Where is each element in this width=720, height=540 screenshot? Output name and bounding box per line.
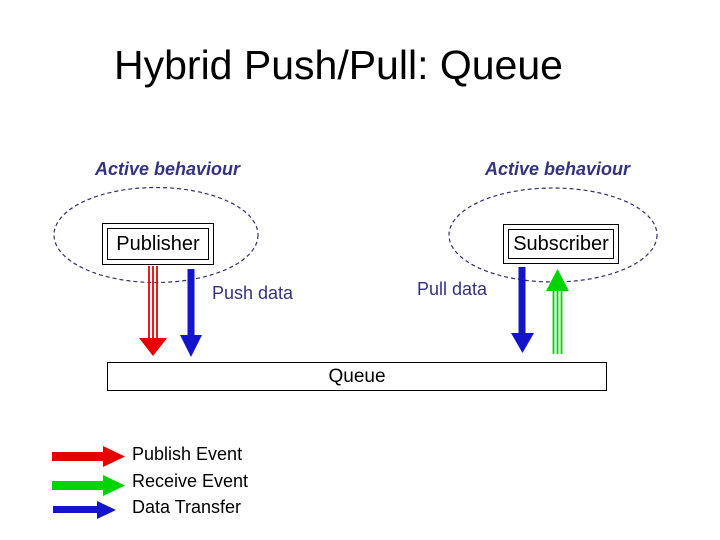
legend-label-data-transfer: Data Transfer [132, 497, 242, 517]
publisher-node-label: Publisher [107, 228, 209, 260]
slide-title: Hybrid Push/Pull: Queue [114, 42, 563, 88]
push-data-label: Push data [212, 283, 294, 303]
legend-publish-arrow-icon [52, 446, 125, 467]
data-transfer-down-arrow-left-icon [180, 269, 202, 357]
legend-transfer-arrow-icon [53, 501, 116, 519]
publisher-behaviour-label: Active behaviour [95, 159, 241, 179]
subscriber-node: Subscriber [503, 224, 619, 264]
queue-node-label: Queue [328, 365, 386, 387]
subscriber-node-label: Subscriber [508, 229, 614, 259]
pull-data-label: Pull data [417, 279, 488, 299]
data-transfer-down-arrow-right-icon [511, 267, 534, 353]
legend-label-receive-event: Receive Event [132, 471, 249, 491]
queue-node: Queue [107, 362, 607, 391]
publisher-ellipse [53, 186, 259, 284]
publish-event-down-arrow-icon [139, 266, 167, 356]
publisher-node: Publisher [102, 223, 214, 265]
legend-receive-arrow-icon [52, 475, 125, 496]
receive-event-up-arrow-icon [546, 269, 569, 354]
subscriber-behaviour-label: Active behaviour [485, 159, 631, 179]
legend-label-publish-event: Publish Event [132, 444, 243, 464]
